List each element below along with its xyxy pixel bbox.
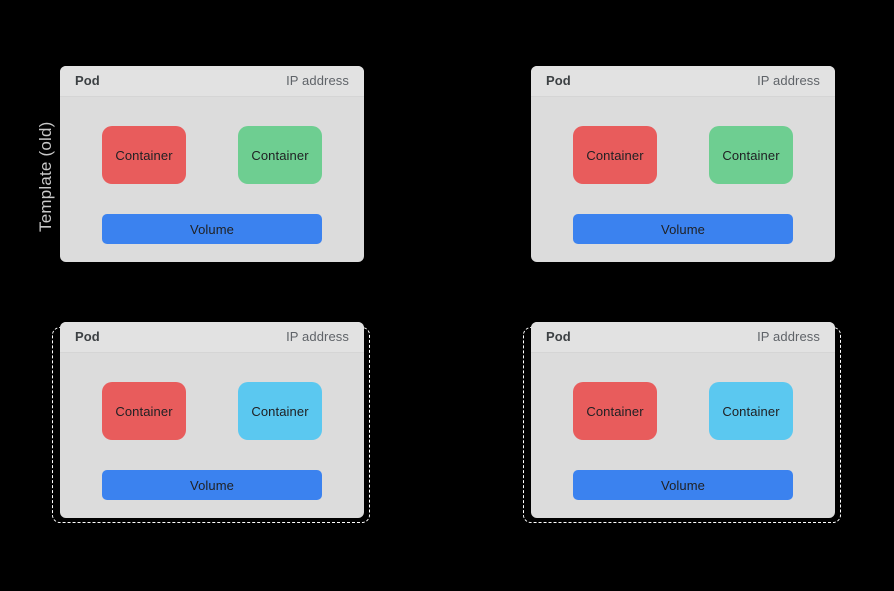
- container-box[interactable]: Container: [238, 382, 322, 440]
- container-box[interactable]: Container: [573, 382, 657, 440]
- container-box[interactable]: Container: [102, 382, 186, 440]
- pod-header: Pod IP address: [531, 322, 835, 353]
- volume-box[interactable]: Volume: [573, 214, 793, 244]
- volume-box[interactable]: Volume: [573, 470, 793, 500]
- container-box[interactable]: Container: [238, 126, 322, 184]
- container-box[interactable]: Container: [709, 382, 793, 440]
- pod-header: Pod IP address: [531, 66, 835, 97]
- pod-title: Pod: [75, 73, 100, 88]
- pod-header: Pod IP address: [60, 66, 364, 97]
- container-box[interactable]: Container: [102, 126, 186, 184]
- pod-title: Pod: [546, 73, 571, 88]
- pod-ip-address-label: IP address: [286, 73, 349, 88]
- pod-title: Pod: [546, 329, 571, 344]
- pod-title: Pod: [75, 329, 100, 344]
- volume-box[interactable]: Volume: [102, 470, 322, 500]
- pod-ip-address-label: IP address: [757, 329, 820, 344]
- container-box[interactable]: Container: [573, 126, 657, 184]
- volume-box[interactable]: Volume: [102, 214, 322, 244]
- container-box[interactable]: Container: [709, 126, 793, 184]
- pod-ip-address-label: IP address: [286, 329, 349, 344]
- pod-ip-address-label: IP address: [757, 73, 820, 88]
- row-label-template-old: Template (old): [36, 121, 55, 232]
- pod-header: Pod IP address: [60, 322, 364, 353]
